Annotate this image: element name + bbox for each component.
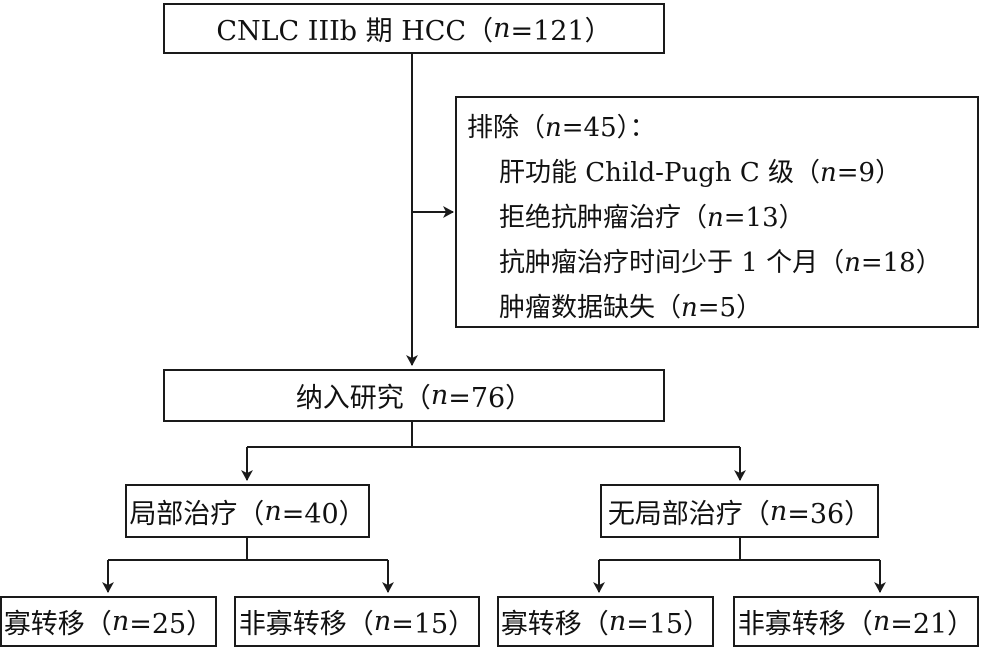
exclusion-item-short-treatment: 抗肿瘤治疗时间少于 1 个月（n=18） <box>499 248 942 278</box>
top-label-n: n <box>493 13 511 44</box>
exclusion-item-missing-data: 肿瘤数据缺失（n=5） <box>499 293 763 323</box>
top-label-suffix: =121） <box>510 16 612 47</box>
exclusion-box: 排除（n=45）： 肝功能 Child-Pugh C 级（n=9） 拒绝抗肿瘤治… <box>455 96 979 328</box>
included-box: 纳入研究（n=76） <box>163 369 665 422</box>
local-oligo-box: 寡转移（n=25） <box>0 596 217 647</box>
local-treatment-box: 局部治疗（n=40） <box>125 484 370 538</box>
exclusion-title: 排除（n=45）： <box>467 113 656 143</box>
exclusion-item-child-pugh: 肝功能 Child-Pugh C 级（n=9） <box>499 158 902 188</box>
local-nonoligo-box: 非寡转移（n=15） <box>234 596 480 647</box>
nonlocal-nonoligo-box: 非寡转移（n=21） <box>733 596 979 647</box>
nonlocal-treatment-box: 无局部治疗（n=36） <box>600 484 879 538</box>
top-label-prefix: CNLC IIIb 期 HCC（ <box>216 16 494 47</box>
top-box: CNLC IIIb 期 HCC（n=121） <box>163 3 665 54</box>
exclusion-item-refused: 拒绝抗肿瘤治疗（n=13） <box>499 203 805 233</box>
nonlocal-oligo-box: 寡转移（n=15） <box>497 596 714 647</box>
